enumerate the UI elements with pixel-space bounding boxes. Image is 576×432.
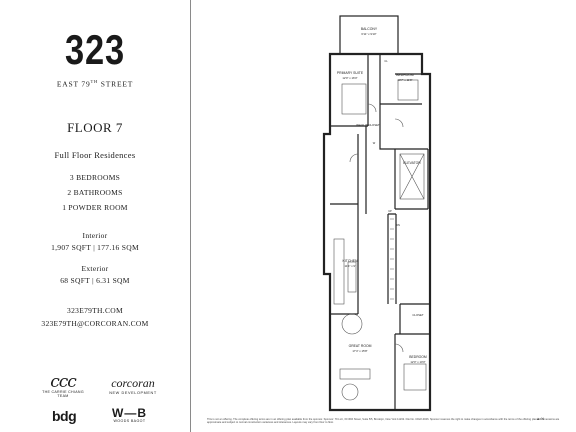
building-number: 323 [65, 26, 125, 73]
street-name: EAST 79 [56, 79, 91, 89]
primary-bed [341, 83, 367, 115]
interior-area: 1,907 SQFT | 177.16 SQM [51, 243, 139, 252]
street-suffix: TH [90, 79, 99, 84]
floor-title: FLOOR 7 [67, 120, 123, 135]
closet-abbrev-label: CL [384, 59, 388, 63]
closet-label: CLOSET [412, 313, 423, 317]
great-room-label: GREAT ROOM [349, 344, 372, 348]
exterior-wall [322, 52, 432, 412]
logo-strip: ccc THE CARRIE CHIANG TEAM corcoran NEW … [0, 370, 190, 432]
stair-treads [390, 218, 394, 300]
primary-suite-dims: 12'0" x 16'0" [342, 76, 357, 80]
floor-subtitle: Full Floor Residences [54, 150, 136, 160]
bdg-logo: bdg [52, 408, 77, 424]
corcoran-logo: corcoran NEW DEVELOPMENT [103, 376, 163, 395]
bedroom-2-dims: 12'0" x 10'0" [410, 360, 425, 364]
bedrooms-count: 3 BEDROOMS [69, 173, 121, 182]
walk-in-closet-label: WALK IN CLOSET [356, 123, 380, 127]
bedroom-1-bed [397, 79, 419, 101]
bedroom-1-label: BEDROOM [396, 73, 414, 77]
bedroom-1-dims: 10'7" x 11'8" [397, 78, 412, 82]
floor-plan: BALCONY 6'11" x 9'10" PRIMARY SUITE 12'0… [322, 15, 432, 412]
sofa [339, 368, 371, 380]
street-address: EAST 79TH STREET [0, 79, 190, 89]
interior-walls [330, 54, 430, 410]
elevator-cross [399, 153, 425, 200]
bathrooms-count: 2 BATHROOMS [67, 188, 123, 197]
woods-bagot-mark: W—B [112, 406, 147, 420]
north-label: N [541, 416, 544, 421]
balcony-outline [339, 15, 399, 55]
info-panel: 323 EAST 79TH STREET FLOOR 7 Full Floor … [0, 0, 190, 432]
balcony-dims: 6'11" x 9'10" [361, 32, 376, 36]
chiang-team-caption: THE CARRIE CHIANG TEAM [42, 390, 84, 398]
exterior-label: Exterior [81, 264, 109, 273]
dining-table [341, 313, 363, 335]
elevator-shaft [399, 153, 425, 200]
corcoran-name: corcoran [111, 376, 155, 390]
washer-label: W [373, 141, 376, 145]
website-link[interactable]: 323E79TH.COM [67, 306, 123, 315]
interior-label: Interior [82, 231, 108, 240]
legal-disclaimer: This is not an offering. The complete of… [207, 418, 560, 425]
stair-down-label: DN [396, 223, 400, 227]
kitchen-dims: 11'4" x 9' [344, 264, 355, 268]
kitchen-label: KITCHEN [343, 259, 358, 263]
email-link[interactable]: 323E79TH@CORCORAN.COM [41, 319, 149, 328]
corcoran-caption: NEW DEVELOPMENT [109, 391, 157, 395]
woods-bagot-caption: WOODS BAGOT [113, 419, 146, 423]
balcony-label: BALCONY [361, 27, 378, 31]
great-room-dims: 17'4" x 15'8" [352, 349, 367, 353]
bedroom-2-label: BEDROOM [409, 355, 427, 359]
chiang-team-mark: ccc [50, 372, 77, 392]
street-type: STREET [98, 79, 134, 89]
woods-bagot-logo: W—B WOODS BAGOT [112, 406, 147, 423]
stair-up-label: UP [388, 209, 392, 213]
kitchen-island [347, 261, 357, 293]
kitchen-counter [333, 238, 345, 305]
north-arrow-icon: ▲ N [536, 416, 544, 421]
elevator-label: ELEVATOR [403, 161, 421, 165]
chiang-team-logo: ccc THE CARRIE CHIANG TEAM [38, 372, 88, 398]
powder-room-count: 1 POWDER ROOM [62, 203, 128, 212]
bedroom-2-bed [403, 363, 427, 391]
exterior-area: 68 SQFT | 6.31 SQM [60, 276, 130, 285]
door-swings [349, 103, 404, 353]
lounge-chair [341, 383, 359, 401]
panel-divider [190, 0, 191, 432]
primary-suite-label: PRIMARY SUITE [337, 71, 364, 75]
